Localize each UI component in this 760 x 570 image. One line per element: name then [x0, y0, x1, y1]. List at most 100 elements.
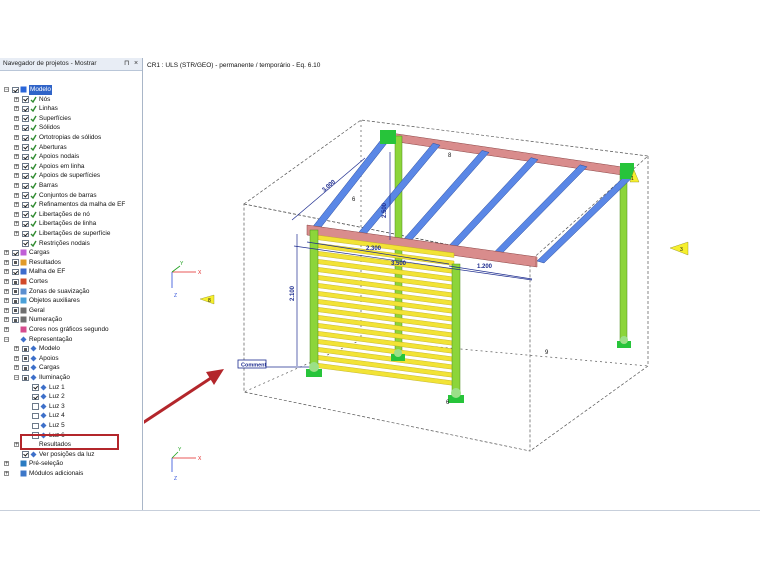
close-icon[interactable]: ×: [134, 60, 139, 67]
expand-icon[interactable]: +: [4, 250, 9, 257]
tree-item[interactable]: +Pré-seleção: [0, 459, 142, 469]
expand-icon[interactable]: +: [4, 259, 9, 266]
expand-icon[interactable]: +: [4, 279, 9, 285]
tree-item[interactable]: Luz 4: [0, 411, 142, 421]
tree-item[interactable]: +Resultados: [0, 440, 142, 450]
tree-item[interactable]: +Apoios em linha: [0, 162, 142, 172]
expand-icon[interactable]: +: [14, 106, 19, 113]
tree-item[interactable]: +Cores nos gráficos segundo: [0, 325, 142, 335]
tree-checkbox[interactable]: [22, 192, 29, 199]
tree-checkbox[interactable]: [22, 163, 29, 170]
expand-icon[interactable]: +: [14, 346, 19, 353]
tree-item[interactable]: Luz 2: [0, 392, 142, 402]
tree-checkbox[interactable]: [12, 268, 19, 276]
graphics-viewport[interactable]: 3.000 2.500 2.300 3.500 1.200 2.100: [131, 58, 760, 510]
tree-item[interactable]: Luz 5: [0, 421, 142, 431]
expand-icon[interactable]: +: [14, 355, 19, 362]
expand-icon[interactable]: +: [14, 135, 19, 141]
expand-icon[interactable]: +: [4, 288, 9, 295]
tree-checkbox[interactable]: [22, 105, 29, 113]
expand-icon[interactable]: +: [14, 192, 19, 199]
tree-item[interactable]: −Modelo: [0, 85, 142, 95]
tree-checkbox[interactable]: [22, 153, 29, 161]
tree-item[interactable]: +Resultados: [0, 258, 142, 268]
tree-item[interactable]: +Geral: [0, 306, 142, 316]
tree-item[interactable]: Luz 3: [0, 402, 142, 412]
expand-icon[interactable]: +: [4, 471, 9, 477]
expand-icon[interactable]: +: [14, 183, 19, 189]
tree-item[interactable]: −Representação: [0, 335, 142, 345]
tree-checkbox[interactable]: [12, 278, 19, 285]
tree-item[interactable]: +Cargas: [0, 248, 142, 258]
tree-checkbox[interactable]: [22, 240, 29, 247]
expand-icon[interactable]: +: [14, 144, 19, 151]
tree-item[interactable]: +Modelo: [0, 344, 142, 354]
expand-icon[interactable]: +: [4, 298, 9, 305]
tree-checkbox[interactable]: [32, 412, 39, 420]
tree-checkbox[interactable]: [32, 403, 39, 410]
expand-icon[interactable]: +: [14, 365, 19, 372]
tree-checkbox[interactable]: [22, 182, 29, 189]
expand-icon[interactable]: +: [14, 96, 19, 103]
tree-checkbox[interactable]: [22, 220, 29, 228]
tree-item[interactable]: +Refinamentos da malha de EF: [0, 200, 142, 210]
tree-checkbox[interactable]: [12, 86, 19, 93]
tree-item[interactable]: +Ortotropias de sólidos: [0, 133, 142, 143]
tree-item[interactable]: +Libertações de nó: [0, 210, 142, 220]
tree-checkbox[interactable]: [22, 115, 29, 122]
expand-icon[interactable]: +: [14, 154, 19, 161]
tree-item[interactable]: +Cargas: [0, 363, 142, 373]
tree-item[interactable]: +Malha de EF: [0, 267, 142, 277]
expand-icon[interactable]: +: [14, 163, 19, 170]
tree-item[interactable]: +Barras: [0, 181, 142, 191]
expand-icon[interactable]: +: [14, 231, 19, 237]
expand-icon[interactable]: +: [4, 461, 9, 468]
tree-checkbox[interactable]: [22, 124, 29, 132]
tree-item[interactable]: +Sólidos: [0, 123, 142, 133]
expand-icon[interactable]: +: [14, 115, 19, 122]
tree-checkbox[interactable]: [22, 96, 29, 103]
tree-item[interactable]: +Apoios nodais: [0, 152, 142, 162]
tree-item[interactable]: +Módulos adicionais: [0, 469, 142, 479]
collapse-icon[interactable]: −: [4, 336, 9, 343]
tree-item[interactable]: +Superfícies: [0, 114, 142, 124]
tree-checkbox[interactable]: [12, 316, 19, 324]
tree-checkbox[interactable]: [32, 422, 39, 429]
expand-icon[interactable]: +: [4, 317, 9, 324]
tree-checkbox[interactable]: [22, 451, 29, 458]
tree-item[interactable]: +Cortes: [0, 277, 142, 287]
expand-icon[interactable]: +: [14, 173, 19, 180]
expand-icon[interactable]: +: [4, 269, 9, 276]
tree-checkbox[interactable]: [32, 393, 39, 401]
model-3d-view[interactable]: 3.000 2.500 2.300 3.500 1.200 2.100: [131, 58, 760, 510]
pin-icon[interactable]: ⊓: [124, 60, 130, 67]
tree-checkbox[interactable]: [12, 259, 19, 266]
expand-icon[interactable]: +: [14, 221, 19, 228]
tree-item[interactable]: +Libertações de superfície: [0, 229, 142, 239]
tree-checkbox[interactable]: [22, 144, 29, 151]
collapse-icon[interactable]: −: [4, 87, 9, 93]
tree-checkbox[interactable]: [22, 172, 29, 180]
expand-icon[interactable]: +: [14, 125, 19, 132]
expand-icon[interactable]: +: [14, 211, 19, 218]
tree-item[interactable]: Ver posições da luz: [0, 450, 142, 460]
tree-checkbox[interactable]: [22, 230, 29, 237]
tree-item[interactable]: −Iluminação: [0, 373, 142, 383]
tree-item[interactable]: +Nós: [0, 95, 142, 105]
tree-item[interactable]: +Apoios de superfícies: [0, 171, 142, 181]
tree-item[interactable]: +Linhas: [0, 104, 142, 114]
tree-checkbox[interactable]: [12, 297, 19, 305]
tree-checkbox[interactable]: [12, 288, 19, 295]
tree-item[interactable]: +Aberturas: [0, 143, 142, 153]
collapse-icon[interactable]: −: [14, 375, 19, 381]
tree-checkbox[interactable]: [22, 374, 29, 381]
tree-checkbox[interactable]: [32, 384, 39, 391]
tree-checkbox[interactable]: [22, 211, 29, 218]
expand-icon[interactable]: +: [4, 327, 9, 333]
tree-item[interactable]: +Objetos auxiliares: [0, 296, 142, 306]
tree-item[interactable]: Luz 1: [0, 383, 142, 393]
tree-checkbox[interactable]: [12, 307, 19, 314]
tree-item[interactable]: +Numeração: [0, 315, 142, 325]
tree-item[interactable]: +Conjuntos de barras: [0, 191, 142, 201]
expand-icon[interactable]: +: [4, 307, 9, 314]
